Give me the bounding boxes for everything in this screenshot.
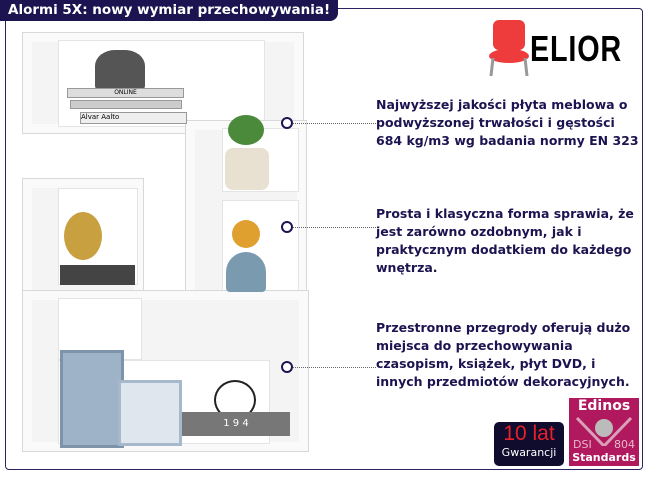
chair-icon <box>489 20 529 77</box>
feature-2: Prosta i klasyczna forma sprawia, że jes… <box>376 206 634 275</box>
standards-label: Standards <box>572 451 636 464</box>
book: ONLINE <box>67 88 184 98</box>
edinos-badge: Edinos DSI 804 Standards <box>569 398 639 466</box>
feature-1: Najwyższej jakości płyta meblowa o podwy… <box>376 97 639 148</box>
warranty-badge: 10 lat Gwarancji <box>494 422 564 466</box>
book: Alvar Aalto <box>80 112 187 124</box>
dsi-label: DSI <box>573 438 592 451</box>
dsi-number: 804 <box>614 438 635 451</box>
feature-3: Przestronne przegrody oferują dużo miejs… <box>376 320 631 389</box>
edinos-label: Edinos <box>577 398 631 414</box>
page-title: Alormi 5X: nowy wymiar przechowywania! <box>0 0 339 21</box>
warranty-label: Gwarancji <box>501 446 557 459</box>
callout-dot <box>281 117 293 129</box>
warranty-years: 10 lat <box>503 422 555 445</box>
callout-dot <box>281 221 293 233</box>
book: 1 9 4 <box>182 412 290 436</box>
callout-dot <box>281 361 293 373</box>
edinos-logo-icon <box>575 416 633 446</box>
